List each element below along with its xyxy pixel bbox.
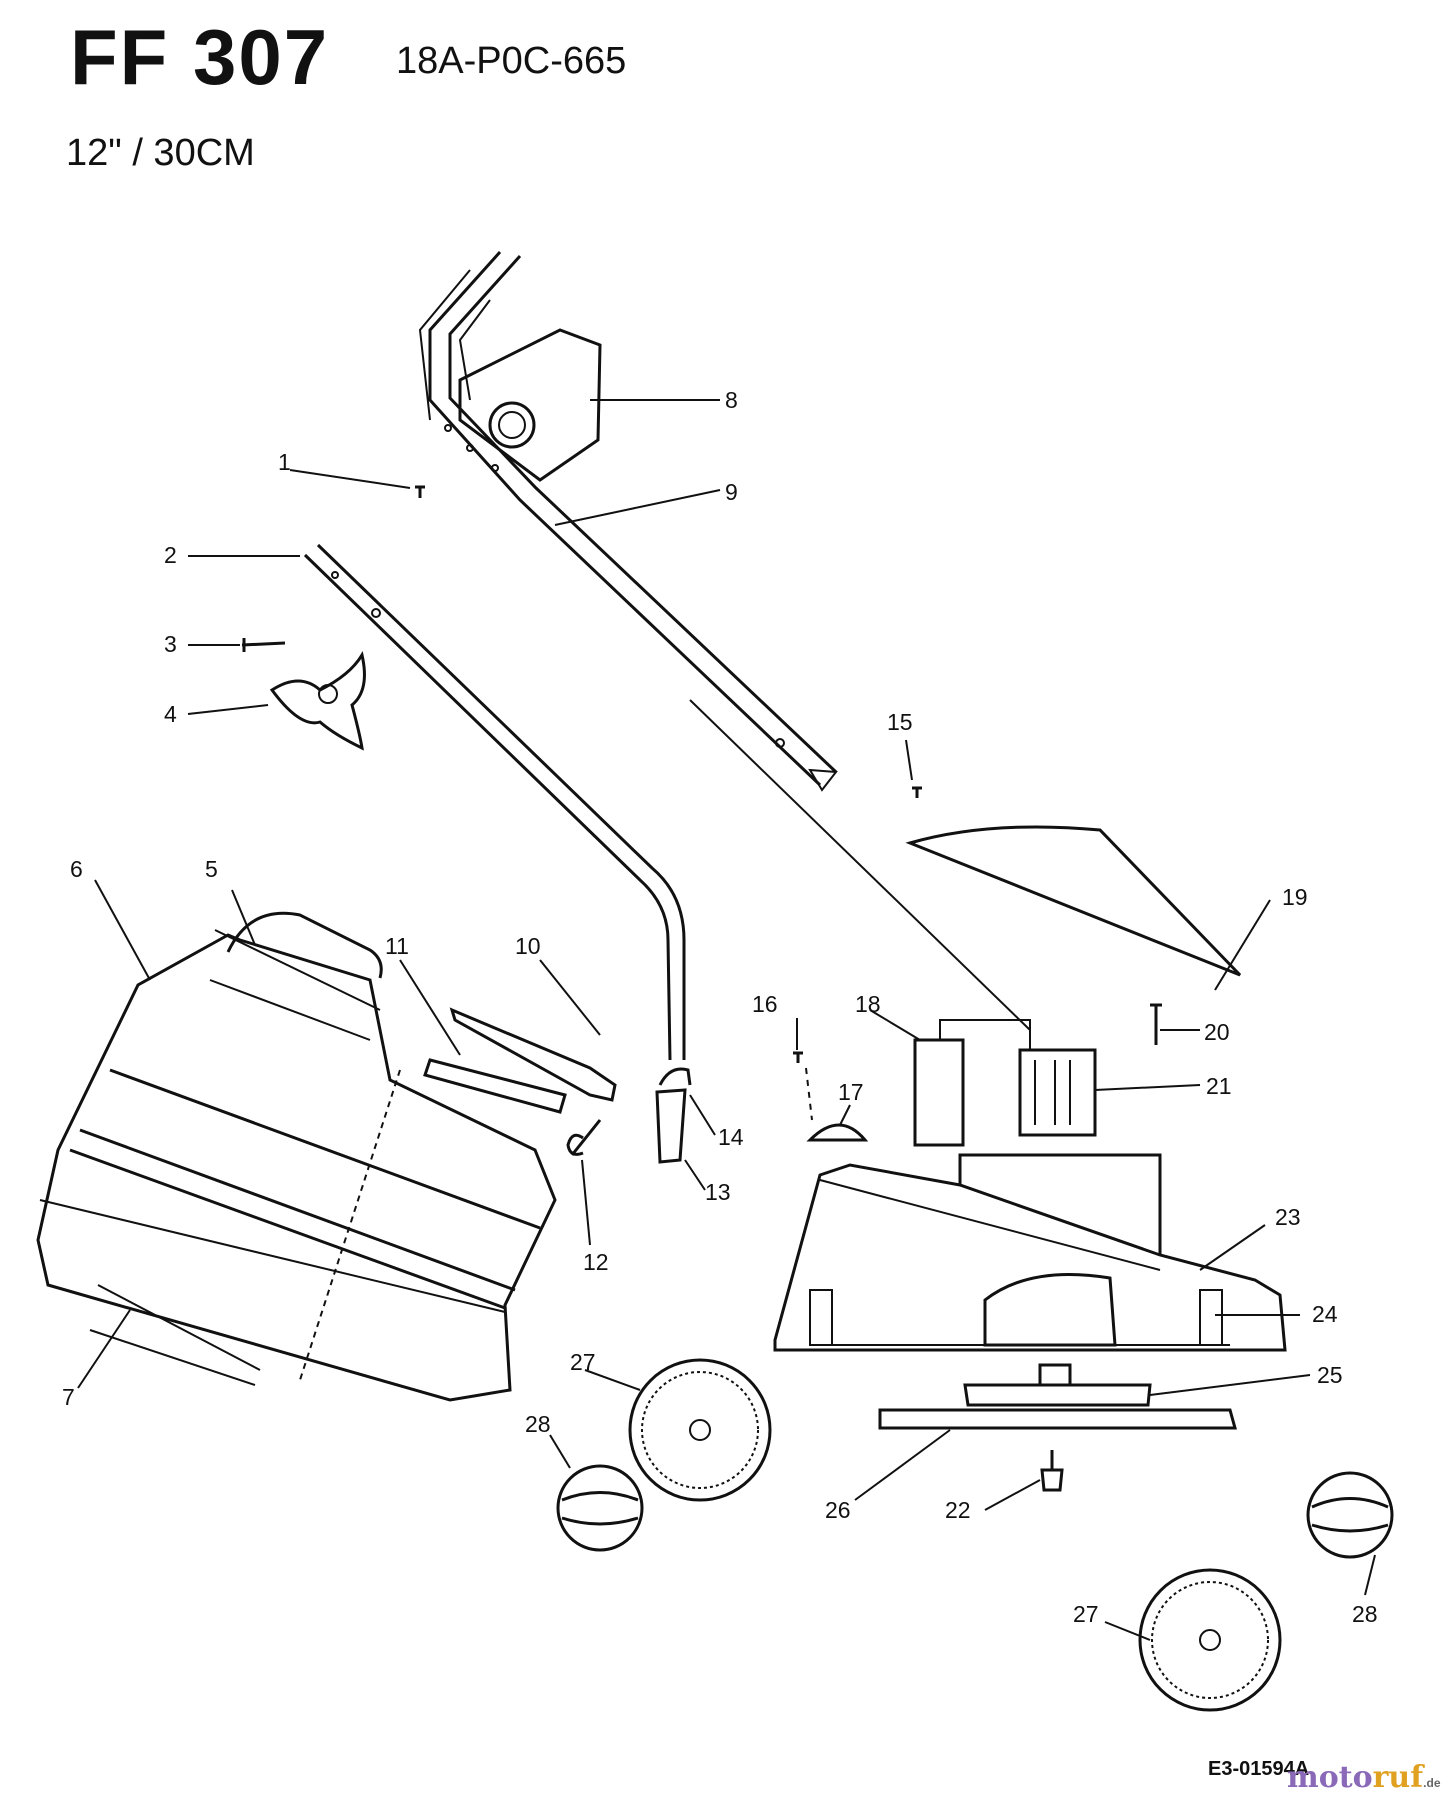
callout-3: 3 [164, 631, 177, 657]
callout-17: 17 [838, 1079, 864, 1105]
callout-19: 19 [1282, 884, 1308, 910]
hubcap-right [1306, 1471, 1394, 1559]
callout-22: 22 [945, 1497, 971, 1523]
lower-handle [303, 543, 686, 1061]
mower-deck [773, 1153, 1287, 1352]
rod [423, 1058, 567, 1114]
grass-deflector [905, 825, 1242, 977]
callout-27a: 27 [570, 1349, 596, 1375]
callout-28a: 28 [525, 1411, 551, 1437]
callout-21: 21 [1206, 1073, 1232, 1099]
callout-25: 25 [1317, 1362, 1343, 1388]
callout-12: 12 [583, 1249, 609, 1275]
callout-1: 1 [278, 449, 291, 475]
callout-9: 9 [725, 479, 738, 505]
blade-bolt [1040, 1450, 1064, 1492]
part-number: 18A-P0C-665 [396, 40, 627, 82]
blade [878, 1408, 1237, 1430]
watermark-logo: motoruf.de [1287, 1760, 1441, 1795]
callout-labels: 1 2 3 4 5 6 7 8 9 10 11 12 13 14 15 16 1… [62, 387, 1378, 1627]
callout-2: 2 [164, 542, 177, 568]
callout-7: 7 [62, 1384, 75, 1410]
watermark-part2: ruf [1372, 1760, 1424, 1795]
clip [566, 1119, 602, 1156]
callout-28b: 28 [1352, 1601, 1378, 1627]
watermark-suffix: .de [1423, 1776, 1441, 1790]
callout-24: 24 [1312, 1301, 1338, 1327]
side-flap [449, 1007, 617, 1102]
grass-catcher [36, 911, 557, 1402]
callout-20: 20 [1204, 1019, 1230, 1045]
watermark-part1: moto [1287, 1760, 1373, 1795]
deck-size: 12" / 30CM [66, 132, 255, 174]
callout-15: 15 [887, 709, 913, 735]
callout-26: 26 [825, 1497, 851, 1523]
switch-unit [1018, 1048, 1097, 1137]
callout-27b: 27 [1073, 1601, 1099, 1627]
callout-18: 18 [855, 991, 881, 1017]
wheel-right [1138, 1568, 1282, 1712]
model-title: FF 307 [70, 13, 330, 101]
capacitor [913, 1038, 965, 1147]
callout-11: 11 [385, 933, 409, 959]
power-cable [689, 699, 1031, 1031]
callout-6: 6 [70, 856, 83, 882]
callout-5: 5 [205, 856, 218, 882]
switch-box [458, 328, 602, 482]
upper-handle [418, 250, 838, 792]
fan [963, 1363, 1152, 1407]
callout-10: 10 [515, 933, 541, 959]
callout-14: 14 [718, 1124, 744, 1150]
callout-13: 13 [705, 1179, 731, 1205]
small-screws [241, 485, 1162, 1121]
hubcap-left [556, 1464, 644, 1552]
diagram-code: E3-01594A [1208, 1758, 1310, 1780]
callout-4: 4 [164, 701, 177, 727]
spacer [806, 1123, 869, 1142]
callout-23: 23 [1275, 1204, 1301, 1230]
callout-16: 16 [752, 991, 778, 1017]
leader-lines [77, 399, 1376, 1641]
star-knob [269, 651, 366, 751]
handle-clamp [655, 1088, 687, 1164]
callout-8: 8 [725, 387, 738, 413]
wheel-left [628, 1358, 772, 1502]
